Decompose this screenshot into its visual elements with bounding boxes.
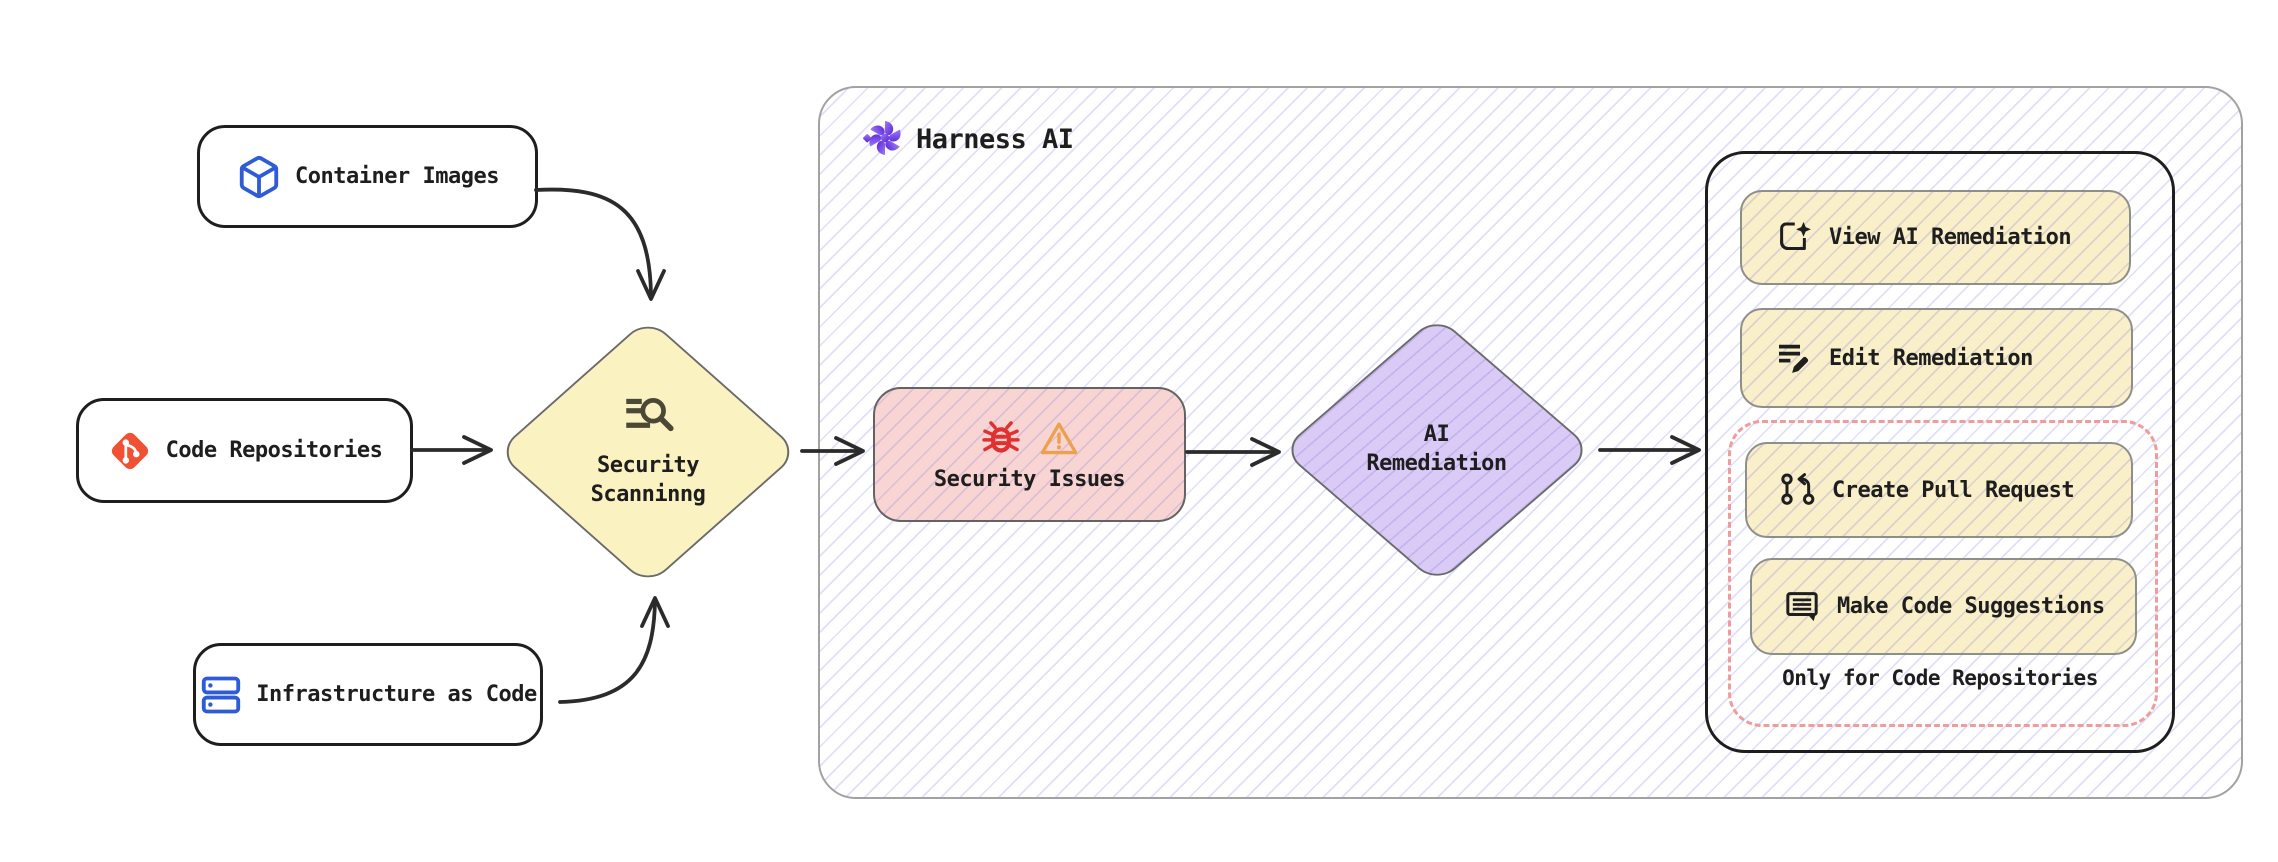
node-security-scanning: Security Scanninng <box>495 316 801 587</box>
bug-icon <box>979 417 1023 461</box>
node-security-issues: Security Issues <box>873 387 1186 522</box>
code-repo-only-note: Only for Code Repositories <box>1782 666 2098 690</box>
action-label: Make Code Suggestions <box>1837 594 2105 619</box>
node-label: Security Scanninng <box>590 453 706 507</box>
git-icon <box>107 428 153 474</box>
warning-icon <box>1038 418 1080 460</box>
node-label: Infrastructure as Code <box>256 682 537 707</box>
action-label: View AI Remediation <box>1829 225 2072 250</box>
node-code-repositories: Code Repositories <box>76 398 413 503</box>
action-label: Create Pull Request <box>1832 477 2075 503</box>
action-view-ai-remediation: View AI Remediation <box>1740 190 2131 285</box>
node-infrastructure-as-code: Infrastructure as Code <box>193 643 543 746</box>
action-make-code-suggestions: Make Code Suggestions <box>1750 558 2137 655</box>
node-container-images: Container Images <box>197 125 538 228</box>
harness-group-title: Harness AI <box>916 124 1074 155</box>
node-label: Container Images <box>295 164 499 189</box>
document-sparkle-icon <box>1772 217 1814 259</box>
servers-icon <box>199 673 243 717</box>
harness-flower-icon <box>863 116 907 160</box>
node-label: Code Repositories <box>165 438 383 463</box>
comment-icon <box>1782 587 1822 627</box>
list-pencil-icon <box>1772 337 1814 379</box>
action-create-pull-request: Create Pull Request <box>1745 442 2133 538</box>
code-repo-only-group <box>1728 420 2158 727</box>
action-edit-remediation: Edit Remediation <box>1740 308 2133 408</box>
diamond-shape <box>495 316 801 587</box>
pull-request-icon <box>1777 470 1817 510</box>
remediation-actions-panel <box>1705 151 2175 753</box>
node-label: Security Issues <box>933 467 1126 492</box>
cube-icon <box>236 154 282 200</box>
search-list-icon <box>619 393 677 443</box>
action-label: Edit Remediation <box>1829 345 2033 371</box>
